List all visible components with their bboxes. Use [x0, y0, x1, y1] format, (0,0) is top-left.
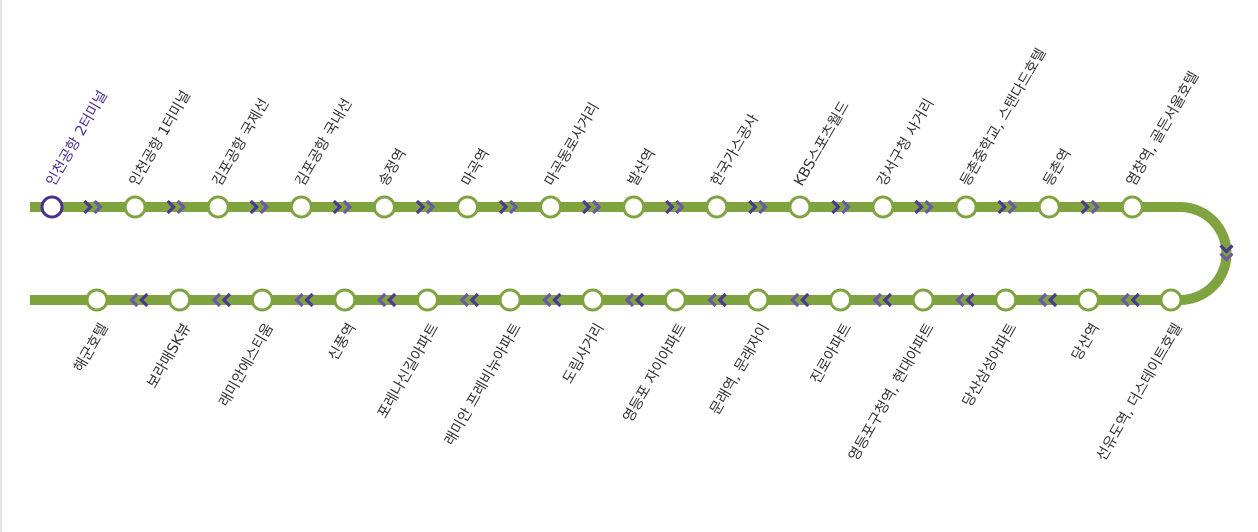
station-label[interactable]: 포레나신길아파트 [374, 320, 442, 421]
arrow-left-icon [129, 292, 149, 308]
station-marker[interactable] [1037, 195, 1061, 219]
station-marker[interactable] [539, 195, 563, 219]
station-marker[interactable] [498, 288, 522, 312]
station-marker[interactable] [1120, 195, 1144, 219]
stations [40, 195, 1183, 312]
station-label[interactable]: 선유도역, 더스테이트호텔 [1093, 320, 1186, 464]
route-line [30, 202, 1232, 305]
station-label[interactable]: 강서구청 사거리 [874, 96, 938, 189]
arrow-left-icon [624, 292, 645, 308]
station-marker[interactable] [829, 288, 853, 312]
route-path [30, 202, 1232, 305]
station-marker[interactable] [1159, 288, 1183, 312]
station-label[interactable]: 인천공항 2터미널 [43, 88, 111, 189]
arrow-left-icon [1037, 292, 1058, 308]
station-label[interactable]: 문래역, 문래자이 [707, 320, 773, 417]
arrow-left-icon [542, 292, 562, 308]
station-label[interactable]: 등촌중학교, 스탠다드호텔 [957, 45, 1050, 189]
arrow-right-icon [332, 199, 353, 215]
station-label[interactable]: 김포공항 국내선 [292, 96, 356, 189]
arrow-left-icon [872, 292, 892, 308]
station-marker[interactable] [581, 288, 605, 312]
arrow-left-icon [376, 292, 397, 308]
arrow-left-icon [789, 292, 810, 308]
station-label[interactable]: 당산역 [1068, 320, 1103, 363]
station-label[interactable]: 신풍역 [325, 320, 360, 363]
station-marker[interactable] [333, 288, 357, 312]
arrow-left-icon [211, 292, 232, 308]
station-label[interactable]: 마곡동로사거리 [541, 100, 602, 189]
station-label[interactable]: 영등포구청역, 현대아파트 [845, 320, 938, 464]
station-marker[interactable] [622, 195, 646, 219]
arrow-right-icon [498, 199, 519, 215]
arrow-down-icon [1219, 244, 1234, 262]
arrow-left-icon [707, 292, 727, 308]
station-marker[interactable] [1076, 288, 1100, 312]
arrow-left-icon [955, 292, 975, 308]
arrow-right-icon [415, 199, 436, 215]
station-marker[interactable] [911, 288, 935, 312]
arrow-left-icon [294, 292, 314, 308]
frame-border [0, 0, 2, 532]
station-label[interactable]: 래미안 프레비뉴아파트 [441, 320, 525, 448]
station-marker[interactable] [663, 288, 687, 312]
station-label[interactable]: 영등포 자이아파트 [620, 320, 690, 425]
station-label[interactable]: 보라매SK뷰 [144, 320, 195, 391]
station-marker[interactable] [456, 195, 479, 219]
current-station-marker[interactable] [40, 195, 64, 219]
arrow-right-icon [748, 199, 768, 215]
station-marker[interactable] [289, 195, 313, 219]
arrow-right-icon [582, 199, 602, 215]
station-label[interactable]: 마곡역 [458, 146, 493, 189]
station-marker[interactable] [250, 288, 274, 312]
arrow-left-icon [459, 292, 479, 308]
arrow-right-icon [249, 199, 270, 215]
station-marker[interactable] [871, 195, 895, 219]
station-marker[interactable] [415, 288, 439, 312]
station-marker[interactable] [123, 195, 147, 219]
station-marker[interactable] [954, 195, 978, 219]
arrow-right-icon [914, 199, 934, 215]
arrow-right-icon [1080, 199, 1101, 215]
station-marker[interactable] [206, 195, 230, 219]
station-label[interactable]: 당산삼성아파트 [959, 320, 1020, 409]
station-marker[interactable] [994, 288, 1018, 312]
station-label[interactable]: 해군호텔 [70, 320, 111, 375]
arrow-left-icon [1120, 292, 1140, 308]
station-label[interactable]: 송정역 [375, 146, 410, 189]
station-label[interactable]: 김포공항 국제선 [209, 96, 273, 189]
arrow-right-icon [83, 199, 103, 215]
arrow-right-icon [166, 199, 186, 215]
station-marker[interactable] [372, 195, 396, 219]
station-marker[interactable] [788, 195, 812, 219]
arrow-right-icon [831, 199, 851, 215]
station-label[interactable]: 진로아파트 [807, 320, 855, 386]
station-marker[interactable] [705, 195, 729, 219]
station-marker[interactable] [168, 288, 192, 312]
station-label[interactable]: 한국가스공사 [708, 111, 763, 189]
station-label[interactable]: KBS스포츠월드 [791, 98, 853, 189]
station-label[interactable]: 도림사거리 [559, 320, 607, 386]
arrow-right-icon [997, 199, 1017, 215]
station-label[interactable]: 래미안에스티움 [216, 320, 277, 409]
direction-arrows [83, 199, 1234, 308]
station-label[interactable]: 발산역 [624, 146, 659, 189]
station-label[interactable]: 등촌역 [1040, 146, 1075, 189]
station-label[interactable]: 인천공항 1터미널 [126, 88, 194, 189]
station-marker[interactable] [85, 288, 109, 312]
station-marker[interactable] [746, 288, 770, 312]
arrow-right-icon [665, 199, 685, 215]
station-label[interactable]: 염창역, 골든서울호텔 [1123, 69, 1202, 189]
